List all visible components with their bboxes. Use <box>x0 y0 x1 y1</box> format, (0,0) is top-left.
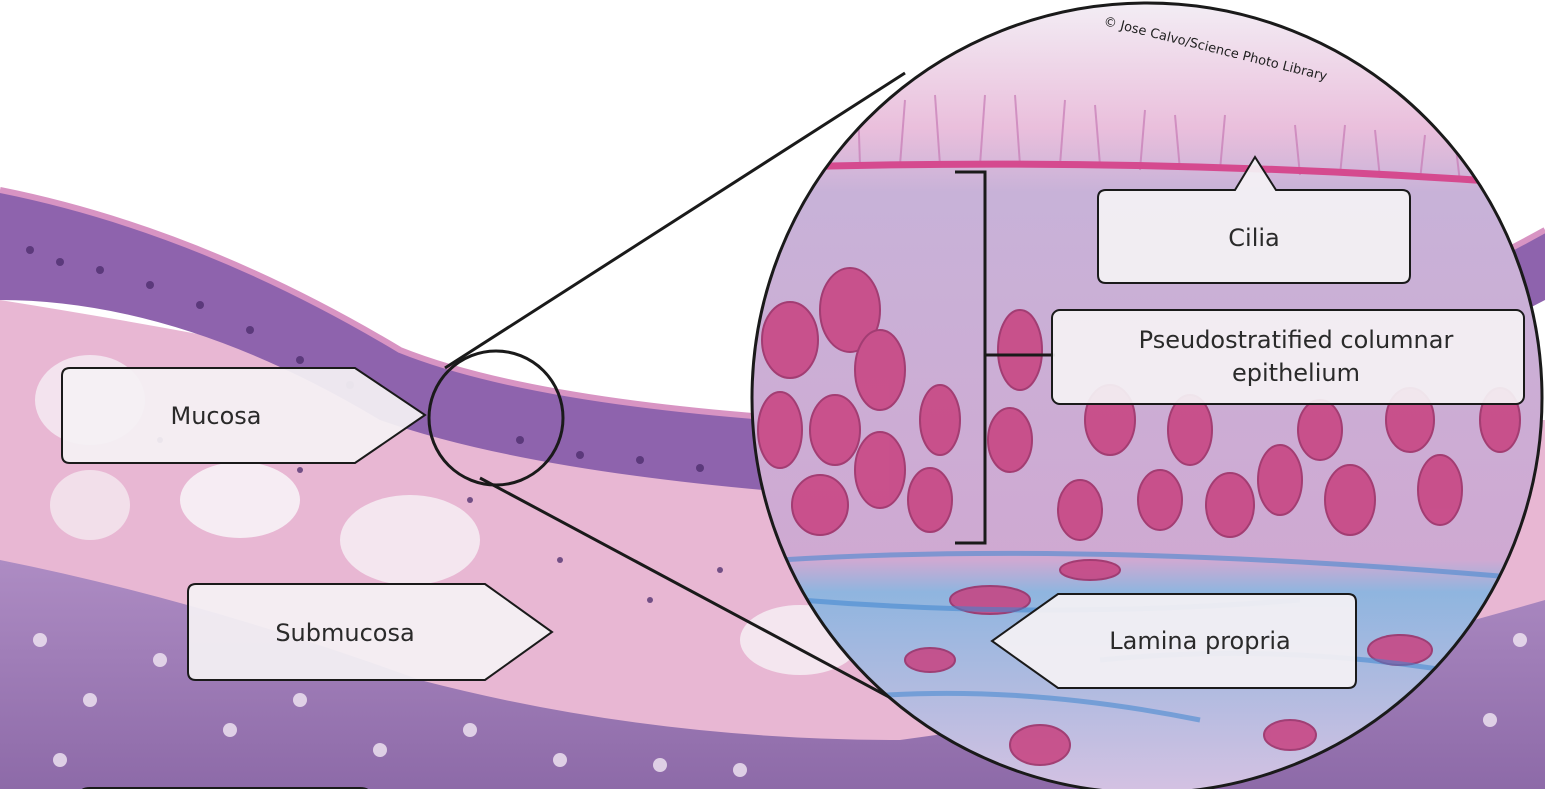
zoom-connector-bottom <box>479 476 961 737</box>
label-lamina-propria: Lamina propria <box>990 593 1357 689</box>
epithelium-label-line1: Pseudostratified columnar <box>1139 326 1454 354</box>
label-submucosa: Submucosa <box>187 583 554 681</box>
epithelium-label-line2: epithelium <box>1232 359 1360 387</box>
label-pseudostratified-epithelium: Pseudostratified columnar epithelium <box>1051 309 1525 405</box>
epithelium-bracket <box>955 170 1055 545</box>
cilia-label: Cilia <box>1228 224 1279 252</box>
zoom-connector-top <box>444 71 906 370</box>
magnified-region-circle <box>427 349 565 487</box>
lamina-propria-label: Lamina propria <box>1109 627 1290 655</box>
submucosa-label: Submucosa <box>275 619 414 647</box>
label-mucosa: Mucosa <box>61 367 427 464</box>
mucosa-label: Mucosa <box>170 402 261 430</box>
label-cilia: Cilia <box>1097 155 1411 284</box>
zoom-circle-border <box>750 1 1544 789</box>
